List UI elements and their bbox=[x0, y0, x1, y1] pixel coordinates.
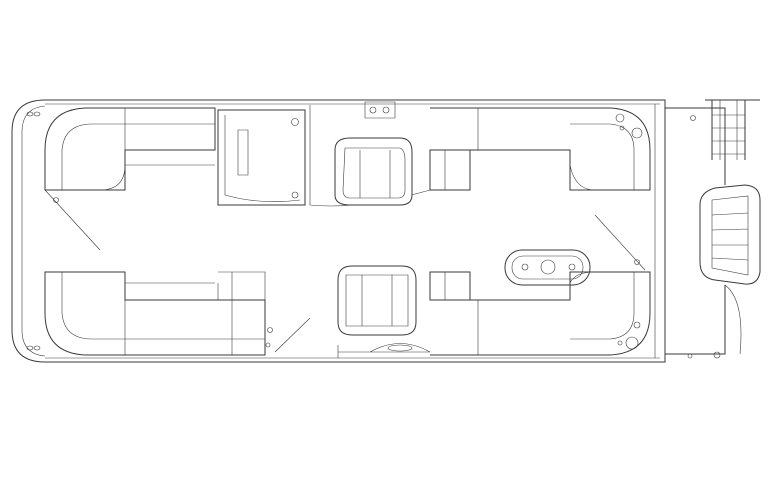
deck-outline bbox=[11, 99, 726, 363]
bow-cleat-bottom bbox=[26, 345, 41, 351]
bow-lounge-bottom bbox=[44, 271, 311, 356]
bow-cleat-top bbox=[26, 111, 41, 117]
captain-chair-top bbox=[334, 137, 413, 206]
table bbox=[504, 249, 591, 286]
stern-lounge-top bbox=[429, 107, 651, 191]
boarding-ladder bbox=[690, 99, 760, 160]
outboard-engine bbox=[687, 184, 761, 359]
bow-lounge-top bbox=[44, 107, 216, 251]
stern-lounge-bottom bbox=[429, 214, 651, 356]
captain-chair-bottom bbox=[337, 265, 417, 336]
side-console-bottom bbox=[337, 343, 431, 358]
